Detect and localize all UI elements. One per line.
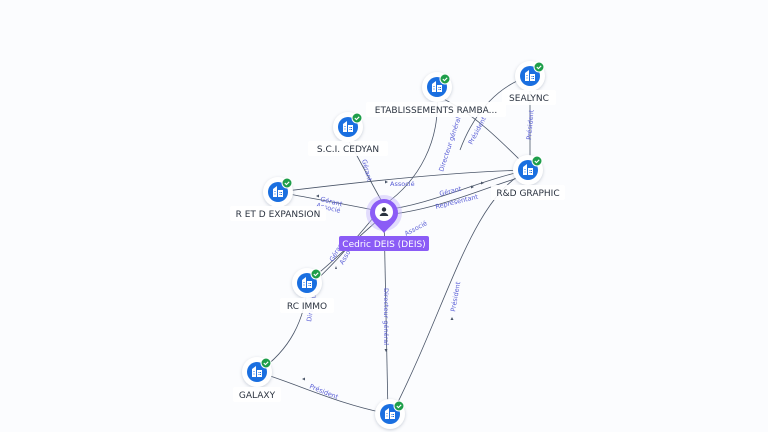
company-node-sealync[interactable]: SEALYNC [502, 61, 556, 105]
company-label: R&D GRAPHIC [496, 189, 559, 199]
company-label: S.C.I. CEDYAN [317, 145, 379, 155]
edge-label-president-etab: Président [467, 115, 489, 146]
person-icon [379, 207, 389, 216]
check-icon [531, 155, 543, 167]
edge-label-associe-top: Associé [390, 180, 415, 188]
person-node-center[interactable]: Cedric DEIS (DEIS) [339, 195, 429, 251]
company-label: ETABLISSEMENTS RAMBA... [375, 106, 497, 116]
edge-label-president-sealync: Président [525, 109, 536, 140]
company-node-bottom[interactable] [375, 399, 405, 429]
company-label: RC IMMO [287, 302, 327, 312]
company-node-rd-graphic[interactable]: R&D GRAPHIC [491, 155, 565, 200]
check-icon [439, 73, 451, 85]
check-icon [310, 268, 322, 280]
edge-label-gerant-rd: Gérant [439, 185, 463, 198]
company-label: R ET D EXPANSION [236, 210, 321, 220]
check-icon [393, 400, 405, 412]
edge-label-dg-bottom: Directeur général [382, 288, 390, 345]
company-node-sci-cedyan[interactable]: S.C.I. CEDYAN [308, 112, 388, 156]
company-node-r-et-d-expansion[interactable]: R ET D EXPANSION [230, 177, 326, 221]
check-icon [351, 112, 363, 124]
edge-galaxy-bottom [257, 371, 391, 415]
edge-label-associe-rd: Associé [403, 219, 428, 238]
edge-center-rdgraphic-1 [383, 169, 529, 211]
edge-label-gerant-cedyan: Gérant [360, 158, 374, 182]
edge-rexp-rdgraphic [277, 169, 529, 193]
company-label: GALAXY [239, 391, 276, 401]
company-node-rc-immo[interactable]: RC IMMO [280, 268, 334, 313]
company-node-etablissements[interactable]: ETABLISSEMENTS RAMBA... [366, 72, 506, 117]
company-node-galaxy[interactable]: GALAXY [233, 357, 281, 402]
company-label: SEALYNC [509, 94, 549, 104]
check-icon [260, 357, 272, 369]
check-icon [533, 61, 545, 73]
person-label: Cedric DEIS (DEIS) [342, 240, 425, 250]
edge-label-dg-etablissements: Directeur général [437, 116, 462, 173]
edge-label-president-rd-bottom: Président [449, 281, 462, 313]
check-icon [281, 177, 293, 189]
edge-arrows [302, 180, 484, 381]
